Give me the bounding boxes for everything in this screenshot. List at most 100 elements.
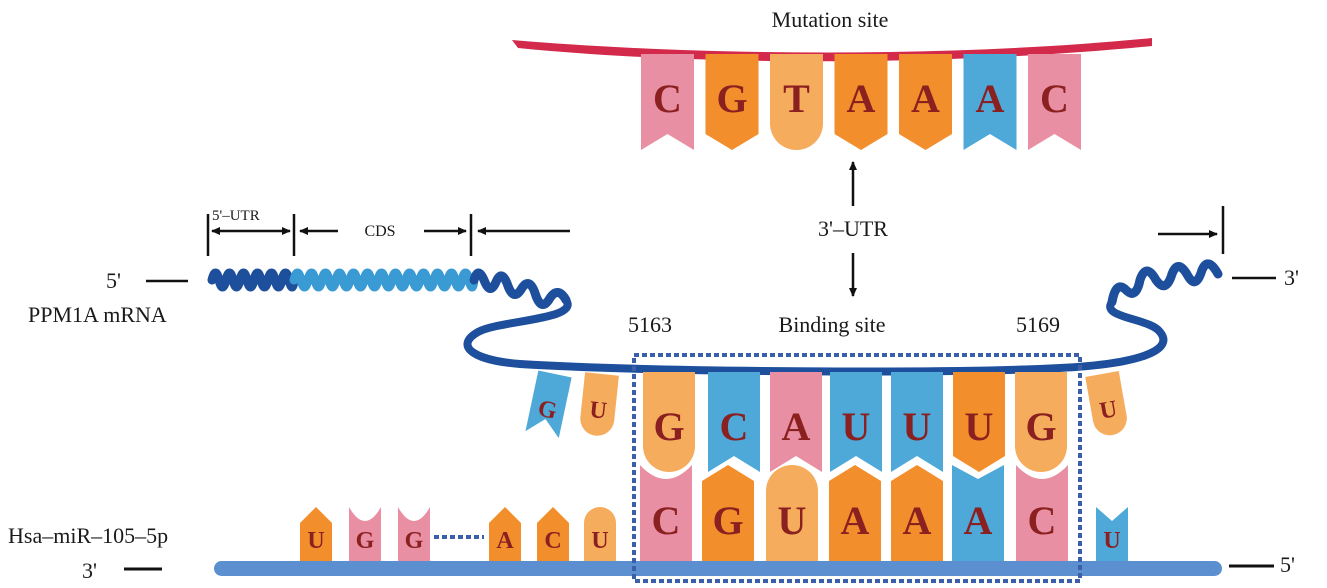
mirna-nucleotide: C xyxy=(537,507,569,563)
nucleotide-letter: A xyxy=(976,76,1005,121)
mrna-nucleotide: U xyxy=(891,372,943,472)
mrna-nucleotide: G xyxy=(525,370,572,439)
cds-label: CDS xyxy=(364,223,395,240)
nucleotide-letter: C xyxy=(652,498,681,543)
mrna-nucleotide: U xyxy=(953,372,1005,472)
nucleotide-letter: A xyxy=(841,498,870,543)
mrna-name-label: PPM1A mRNA xyxy=(28,302,167,327)
nucleotide-tab xyxy=(580,372,619,436)
nucleotide-letter: G xyxy=(356,528,375,554)
mirna-nucleotide: U xyxy=(584,507,616,563)
nucleotide-tab xyxy=(891,465,943,563)
nucleotide-tab xyxy=(398,507,430,563)
nucleotide-letter: U xyxy=(842,404,871,449)
nucleotide-tab xyxy=(641,54,694,150)
nucleotide-tab xyxy=(830,372,882,472)
mrna-5prime-label: 5' xyxy=(106,268,121,293)
nucleotide-tab xyxy=(891,372,943,472)
region-markers xyxy=(206,206,1225,256)
nucleotide-tab xyxy=(953,372,1005,472)
nucleotide-tab xyxy=(834,54,888,150)
mrna-3prime-label: 3' xyxy=(1284,265,1299,290)
nucleotide-letter: C xyxy=(1028,498,1057,543)
mirna-name-label: Hsa–miR–105–5p xyxy=(8,523,168,548)
mrna-3utr-strand xyxy=(463,296,1168,376)
nucleotide-letter: U xyxy=(1098,396,1120,425)
mrna-nucleotide: U xyxy=(1085,371,1127,436)
nucleotide-letter: G xyxy=(653,404,684,449)
mrna-5utr-coil xyxy=(207,268,299,292)
mirna-nucleotide: A xyxy=(489,507,521,563)
nucleotide-tab xyxy=(766,465,818,563)
mirna-nucleotide: A xyxy=(952,465,1004,563)
nucleotide-tab xyxy=(525,370,572,439)
mirna-nucleotide: U xyxy=(300,507,332,563)
nucleotide-letter: A xyxy=(911,76,940,121)
mrna-3utr-coil-left xyxy=(469,268,571,309)
nucleotide-tab xyxy=(899,54,952,150)
mirna-nucleotide: G xyxy=(349,507,381,563)
nucleotide-tab xyxy=(349,507,381,563)
binding-site-label: Binding site xyxy=(779,312,886,337)
mutation-site-label: Mutation site xyxy=(772,7,889,32)
nucleotide-letter: U xyxy=(965,404,994,449)
nucleotide-letter: U xyxy=(588,397,608,425)
nucleotide-tab xyxy=(640,465,692,563)
nucleotide-tab xyxy=(708,372,760,472)
nucleotide-letter: C xyxy=(653,76,682,121)
mrna-cds-coil xyxy=(289,268,479,292)
mrna-nucleotide: G xyxy=(643,372,695,472)
mirna-nucleotide: C xyxy=(1016,465,1068,563)
nucleotide-tab xyxy=(1028,54,1081,150)
nucleotide-tab xyxy=(1096,507,1128,563)
nucleotide-letter: U xyxy=(1103,528,1120,554)
mirna-nucleotide: G xyxy=(398,507,430,563)
mirna-nucleotide: U xyxy=(1096,507,1128,563)
nucleotide-letter: T xyxy=(783,76,810,121)
mirna-nucleotide: A xyxy=(829,465,881,563)
mrna-nucleotide: C xyxy=(708,372,760,472)
nucleotide-letter: C xyxy=(544,528,561,554)
mirna-nucleotide: A xyxy=(891,465,943,563)
nucleotide-tab xyxy=(702,465,754,563)
nucleotide-tab xyxy=(584,507,616,563)
nucleotide-letter: G xyxy=(405,528,424,554)
mrna-nucleotide: U xyxy=(580,372,619,436)
mrna-3utr-coil-right xyxy=(1107,259,1223,307)
nucleotide-letter: G xyxy=(1025,404,1056,449)
nucleotide-tab xyxy=(1016,465,1068,563)
nucleotide-letter: U xyxy=(591,528,608,554)
mutation-nucleotide: C xyxy=(641,54,694,150)
mirna-nucleotide: U xyxy=(766,465,818,563)
nucleotide-letter: A xyxy=(496,528,514,554)
nucleotide-tab xyxy=(537,507,569,563)
nucleotide-letter: A xyxy=(903,498,932,543)
mutation-nucleotide: T xyxy=(770,54,823,150)
mutation-nucleotide: A xyxy=(899,54,952,150)
nucleotide-tab xyxy=(770,372,822,472)
nucleotide-letter: C xyxy=(1040,76,1069,121)
mrna-nucleotide: G xyxy=(1015,372,1067,472)
nucleotide-tab xyxy=(1085,371,1127,436)
nucleotide-tab xyxy=(963,54,1017,150)
position-start-label: 5163 xyxy=(628,312,672,337)
nucleotide-letter: A xyxy=(782,404,811,449)
nucleotide-letter: U xyxy=(778,498,807,543)
mrna-nucleotide: U xyxy=(830,372,882,472)
mrna-nucleotide: A xyxy=(770,372,822,472)
nucleotide-letter: A xyxy=(964,498,993,543)
nucleotide-tab xyxy=(952,465,1004,563)
utr3-label: 3'–UTR xyxy=(818,216,888,241)
nucleotide-letter: G xyxy=(712,498,743,543)
mirna-strand xyxy=(214,561,1222,576)
mutation-nucleotide: G xyxy=(705,54,759,150)
nucleotide-letter: A xyxy=(847,76,876,121)
mirna-5prime-label: 5' xyxy=(1280,552,1295,577)
mirna-3prime-label: 3' xyxy=(82,558,97,583)
nucleotide-tab xyxy=(300,507,332,563)
mutation-nucleotide: C xyxy=(1028,54,1081,150)
